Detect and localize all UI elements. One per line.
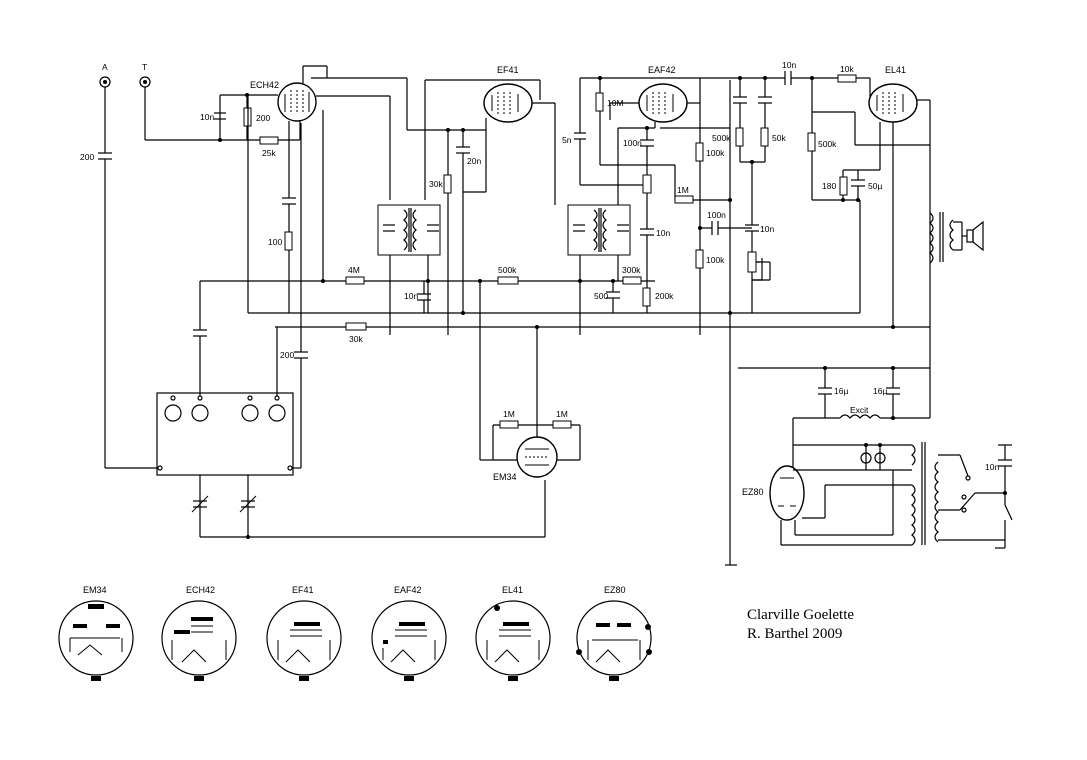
pinout-label: EL41 bbox=[502, 585, 523, 595]
r-4m-label: 4M bbox=[348, 265, 360, 275]
r-180-label: 180 bbox=[822, 181, 836, 191]
ef41-label: EF41 bbox=[497, 65, 519, 75]
r-1m-em-r-label: 1M bbox=[556, 409, 568, 419]
pinout-label: EZ80 bbox=[604, 585, 626, 595]
r-500k-c-label: 500k bbox=[818, 139, 837, 149]
r-100k-b-label: 100k bbox=[706, 255, 725, 265]
variable-capacitor-1 bbox=[191, 495, 209, 513]
c-500-label: 500 bbox=[594, 291, 608, 301]
antenna-label: A bbox=[102, 62, 108, 72]
pinout-label: EAF42 bbox=[394, 585, 422, 595]
c-50u-label: 50µ bbox=[868, 181, 882, 191]
earth-terminal: T bbox=[139, 62, 151, 88]
earth-label: T bbox=[142, 62, 147, 72]
c-10n-top-label: 10n bbox=[782, 60, 796, 70]
output-transformer bbox=[929, 212, 954, 264]
c-ant-label: 200 bbox=[80, 152, 94, 162]
c-16u-a-label: 16µ bbox=[834, 386, 848, 396]
el41-tube: EL41 bbox=[868, 65, 918, 123]
c-100n-label: 100n bbox=[623, 138, 642, 148]
r-1m-em-l-label: 1M bbox=[503, 409, 515, 419]
pinout-ez80: EZ80 bbox=[576, 585, 652, 681]
c-10n-mains-label: 10n bbox=[985, 462, 999, 472]
c-5n-label: 5n bbox=[562, 135, 572, 145]
antenna-terminal: A bbox=[99, 62, 111, 88]
variable-capacitor-2 bbox=[239, 495, 257, 513]
r-30k-label: 30k bbox=[349, 334, 363, 344]
r-100-label: 100 bbox=[268, 237, 282, 247]
c-16u-b-label: 16µ bbox=[873, 386, 887, 396]
r-25k-label: 25k bbox=[262, 148, 276, 158]
r-200k-label: 200k bbox=[655, 291, 674, 301]
em34-label: EM34 bbox=[493, 472, 517, 482]
r-30k-ef-label: 30k bbox=[429, 179, 443, 189]
em34-tube: EM34 bbox=[493, 436, 558, 482]
eaf42-label: EAF42 bbox=[648, 65, 676, 75]
pinout-ef41: EF41 bbox=[266, 585, 342, 681]
ef41-tube: EF41 bbox=[483, 65, 533, 123]
ez80-label: EZ80 bbox=[742, 487, 764, 497]
pinout-label: ECH42 bbox=[186, 585, 215, 595]
r-300k-label: 300k bbox=[622, 265, 641, 275]
pinout-eaf42: EAF42 bbox=[371, 585, 447, 681]
el41-label: EL41 bbox=[885, 65, 906, 75]
r-500k-label: 500k bbox=[498, 265, 517, 275]
pinout-el41: EL41 bbox=[475, 585, 551, 681]
credit-title: Clarville Goelette bbox=[747, 607, 854, 623]
c-10n-d-label: 10n bbox=[760, 224, 774, 234]
excit-label: Excit bbox=[850, 405, 869, 415]
pinout-label: EM34 bbox=[83, 585, 107, 595]
eaf42-tube: EAF42 bbox=[638, 65, 688, 123]
r-500k-b-label: 500k bbox=[712, 133, 731, 143]
ez80-tube: EZ80 bbox=[742, 465, 805, 521]
r-50k-label: 50k bbox=[772, 133, 786, 143]
c-10n-b-label: 10n bbox=[404, 291, 418, 301]
c-20n-label: 20n bbox=[467, 156, 481, 166]
excitation-coil bbox=[839, 414, 881, 419]
speaker-icon bbox=[953, 220, 984, 252]
r-10k-label: 10k bbox=[840, 64, 854, 74]
if-transformer-1 bbox=[377, 204, 441, 256]
mains-transformer bbox=[911, 442, 939, 546]
pinout-label: EF41 bbox=[292, 585, 314, 595]
ech42-label: ECH42 bbox=[250, 80, 279, 90]
c-ech-grid-label: 10n bbox=[200, 112, 214, 122]
credit-author: R. Barthel 2009 bbox=[747, 626, 842, 642]
junction-dots bbox=[218, 76, 1007, 539]
c-200b-label: 200 bbox=[280, 350, 294, 360]
pinout-ech42: ECH42 bbox=[161, 585, 237, 681]
r-ech-grid-label: 200 bbox=[256, 113, 270, 123]
bus-lines bbox=[200, 80, 931, 566]
ech42-tube: ECH42 bbox=[250, 80, 317, 122]
r-1m-d-label: 1M bbox=[677, 185, 689, 195]
pinout-em34: EM34 bbox=[58, 585, 134, 681]
if-transformer-2 bbox=[567, 204, 631, 256]
c-10n-c-label: 10n bbox=[656, 228, 670, 238]
c-100n-b-label: 100n bbox=[707, 210, 726, 220]
tuner-block bbox=[156, 392, 294, 476]
r-100k-a-label: 100k bbox=[706, 148, 725, 158]
